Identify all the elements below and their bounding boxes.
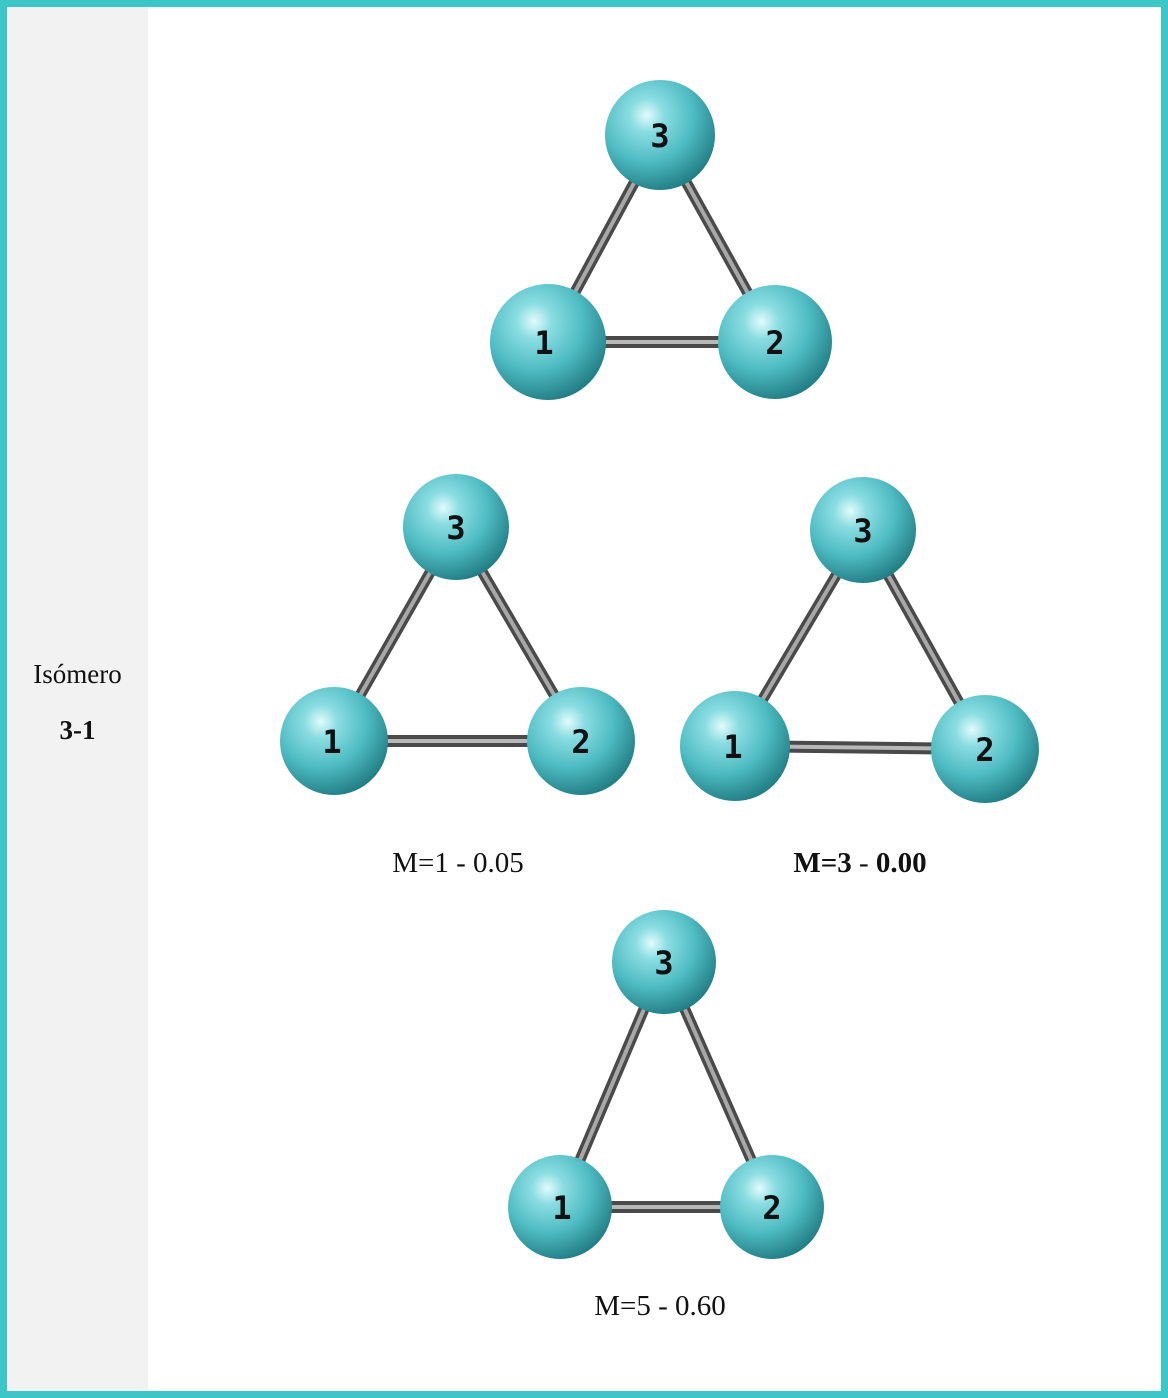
svg-text:3: 3 bbox=[650, 117, 669, 155]
svg-text:3: 3 bbox=[446, 509, 465, 547]
caption-multiplicity: M=3 bbox=[793, 847, 852, 879]
structure-m5: 3 1 2 bbox=[508, 910, 824, 1259]
sidebar: Isómero 3-1 bbox=[7, 7, 148, 1391]
structures-panel: 3 1 2 3 1 bbox=[148, 7, 1161, 1391]
svg-text:3: 3 bbox=[853, 512, 872, 550]
structure-m1: 3 1 2 bbox=[280, 474, 635, 795]
isomer-code: 3-1 bbox=[59, 715, 96, 745]
atom-1: 1 bbox=[490, 284, 606, 400]
isomer-label: Isómero bbox=[33, 659, 122, 689]
structure-m3: 3 1 2 bbox=[680, 477, 1039, 803]
caption-separator: - bbox=[448, 847, 474, 879]
caption-energy: 0.05 bbox=[473, 847, 524, 879]
caption-separator: - bbox=[851, 847, 876, 879]
svg-text:2: 2 bbox=[762, 1189, 781, 1227]
caption-m3: M=3 - 0.00 bbox=[710, 847, 1010, 880]
caption-multiplicity: M=5 bbox=[594, 1290, 651, 1322]
svg-text:1: 1 bbox=[723, 728, 742, 766]
molecule-drawings: 3 1 2 3 1 bbox=[280, 80, 1039, 1259]
atom-3: 3 bbox=[810, 477, 916, 583]
caption-energy: 0.00 bbox=[875, 847, 927, 879]
caption-m1: M=1 - 0.05 bbox=[308, 847, 608, 880]
atom-3: 3 bbox=[612, 910, 716, 1014]
structure-top: 3 1 2 bbox=[490, 80, 832, 400]
atom-2: 2 bbox=[718, 285, 832, 399]
atom-1: 1 bbox=[680, 691, 790, 801]
svg-text:1: 1 bbox=[322, 723, 341, 761]
caption-m5: M=5 - 0.60 bbox=[510, 1290, 810, 1323]
atom-2: 2 bbox=[931, 695, 1039, 803]
atom-3: 3 bbox=[403, 474, 509, 580]
svg-text:2: 2 bbox=[975, 731, 994, 769]
svg-text:2: 2 bbox=[571, 723, 590, 761]
caption-separator: - bbox=[650, 1290, 676, 1322]
svg-text:3: 3 bbox=[654, 944, 673, 982]
svg-text:1: 1 bbox=[552, 1189, 571, 1227]
atom-1: 1 bbox=[508, 1155, 612, 1259]
atom-2: 2 bbox=[527, 687, 635, 795]
atom-2: 2 bbox=[720, 1155, 824, 1259]
caption-energy: 0.60 bbox=[675, 1290, 726, 1322]
svg-text:2: 2 bbox=[765, 324, 784, 362]
svg-text:1: 1 bbox=[534, 324, 553, 362]
atom-1: 1 bbox=[280, 687, 388, 795]
caption-multiplicity: M=1 bbox=[392, 847, 449, 879]
atom-3: 3 bbox=[605, 80, 715, 190]
